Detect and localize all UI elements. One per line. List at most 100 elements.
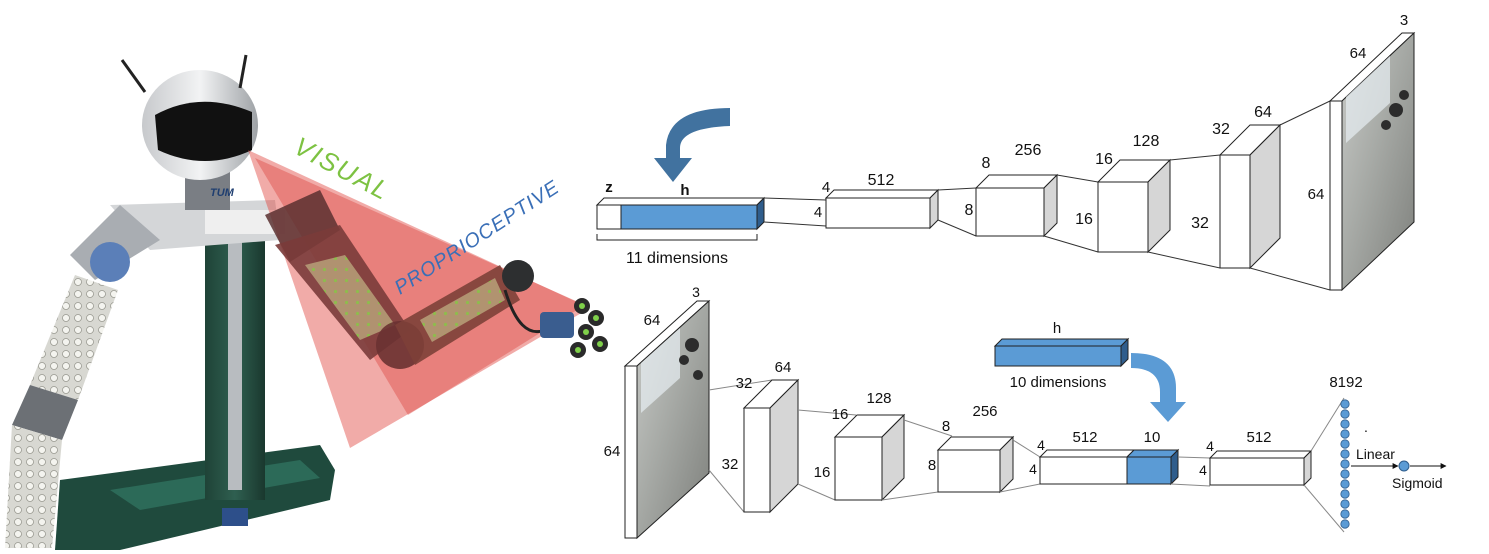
latent-caption: 11 dimensions [626, 250, 728, 267]
connector [1279, 100, 1331, 126]
dot-mark: . [1364, 419, 1368, 435]
proprio-h-label: h [1053, 320, 1061, 337]
image-height-label: 64 [604, 443, 621, 460]
connector [1249, 267, 1331, 291]
connector [1303, 484, 1345, 533]
fc-dim-label: 512 [868, 172, 895, 189]
image-width-label: 64 [1350, 45, 1367, 62]
h-cells [620, 204, 758, 230]
block-depth-label: 64 [775, 359, 792, 376]
antenna-right [238, 54, 248, 89]
block-side-label: 32 [736, 375, 753, 392]
connector [708, 469, 745, 513]
block-side-label: 16 [832, 406, 849, 423]
z-cell [596, 204, 622, 230]
neuron [1340, 469, 1350, 479]
decoder-network: z h 11 dimensions 4 4 512 8 8 256 [595, 12, 1416, 292]
block-height-label: 8 [965, 202, 974, 219]
connector [1147, 251, 1221, 269]
block-depth-label: 256 [1015, 142, 1042, 159]
output-neuron [1398, 460, 1410, 472]
neuron [1340, 459, 1350, 469]
encoder-fc2-block: 4 4 512 [1199, 429, 1313, 487]
left-forearm-skin [5, 425, 62, 548]
block-depth-label: 128 [866, 390, 891, 407]
neuron [1340, 489, 1350, 499]
z-label: z [605, 179, 613, 196]
decoder-fc-block: 4 4 512 [814, 172, 940, 230]
robot-visor [155, 101, 252, 161]
connector [937, 219, 977, 237]
encoder-fc-block: 4 4 512 [1029, 429, 1136, 485]
robot-badge: TUM [210, 187, 235, 199]
connector [881, 491, 939, 501]
fc-dim-label: 4 [1206, 438, 1214, 454]
left-upper-arm-skin [30, 275, 118, 400]
neuron [1340, 419, 1350, 429]
torso-rail [228, 240, 242, 490]
fc-dim-label: 512 [1246, 429, 1271, 446]
neuron-column [1340, 399, 1350, 529]
encoder-network: 3 64 64 32 32 64 16 16 128 [604, 284, 1447, 540]
fc-dim-label: 512 [1072, 429, 1097, 446]
fc-dim-label: 4 [822, 179, 830, 196]
linear-label: Linear [1356, 446, 1395, 462]
connector [1310, 397, 1345, 452]
proprio-caption: 10 dimensions [1010, 374, 1107, 391]
right-forearm-skin [420, 278, 505, 342]
neuron [1340, 439, 1350, 449]
neuron [1340, 509, 1350, 519]
visual-cone-inner [255, 158, 585, 415]
fc-dim-label: 4 [1029, 461, 1037, 477]
latent-input-arrow [654, 108, 730, 182]
connector [1177, 456, 1211, 459]
left-shoulder-cap [90, 242, 130, 282]
block-side-label: 16 [1095, 151, 1113, 168]
decoder-conv-block-16: 16 16 128 [1075, 133, 1172, 254]
fc-dim-label: 4 [1037, 437, 1045, 453]
neuron [1340, 429, 1350, 439]
block-depth-label: 64 [1254, 104, 1272, 121]
block-side-label: 8 [982, 155, 991, 172]
connector [903, 419, 953, 437]
block-side-label: 32 [1212, 121, 1230, 138]
decoder-conv-block-8: 8 8 256 [965, 142, 1059, 238]
block-height-label: 16 [1075, 211, 1093, 228]
block-height-label: 32 [722, 456, 739, 473]
connector [1169, 154, 1221, 161]
sigmoid-label: Sigmoid [1392, 475, 1443, 491]
block-height-label: 8 [928, 457, 936, 474]
neuron [1340, 409, 1350, 419]
left-elbow [12, 385, 78, 440]
connector [763, 221, 827, 227]
fc-dim-label: 4 [814, 204, 822, 221]
neuron [1340, 519, 1350, 529]
image-channels-label: 3 [692, 284, 700, 300]
right-wrist [502, 260, 534, 292]
robot-hand-palm [540, 312, 574, 338]
robot-hand-fingers [570, 298, 608, 358]
encoder-conv-block-8: 8 8 256 [928, 403, 1015, 494]
connector [1170, 483, 1211, 487]
right-arm-skin [305, 255, 395, 340]
encoder-conv-block-32: 32 32 64 [722, 359, 800, 514]
image-height-label: 64 [1308, 186, 1325, 203]
connector [1056, 174, 1099, 183]
concat-h-block: 10 [1125, 429, 1180, 486]
proprio-input-arrow [1131, 353, 1186, 422]
neuron [1340, 499, 1350, 509]
h-label: h [680, 182, 689, 199]
connector [1043, 235, 1099, 253]
decoder-output-image: 3 64 64 [1308, 12, 1416, 292]
fc-dim-label: 4 [1199, 462, 1207, 478]
block-depth-label: 256 [972, 403, 997, 420]
connector [708, 379, 773, 391]
block-height-label: 16 [814, 464, 831, 481]
latent-vector: z h 11 dimensions [595, 179, 766, 267]
connector [999, 483, 1041, 493]
image-channels-label: 3 [1400, 12, 1408, 29]
connector [937, 187, 977, 191]
encoder-input-image: 3 64 64 [604, 284, 711, 540]
latent-bracket [596, 234, 758, 241]
